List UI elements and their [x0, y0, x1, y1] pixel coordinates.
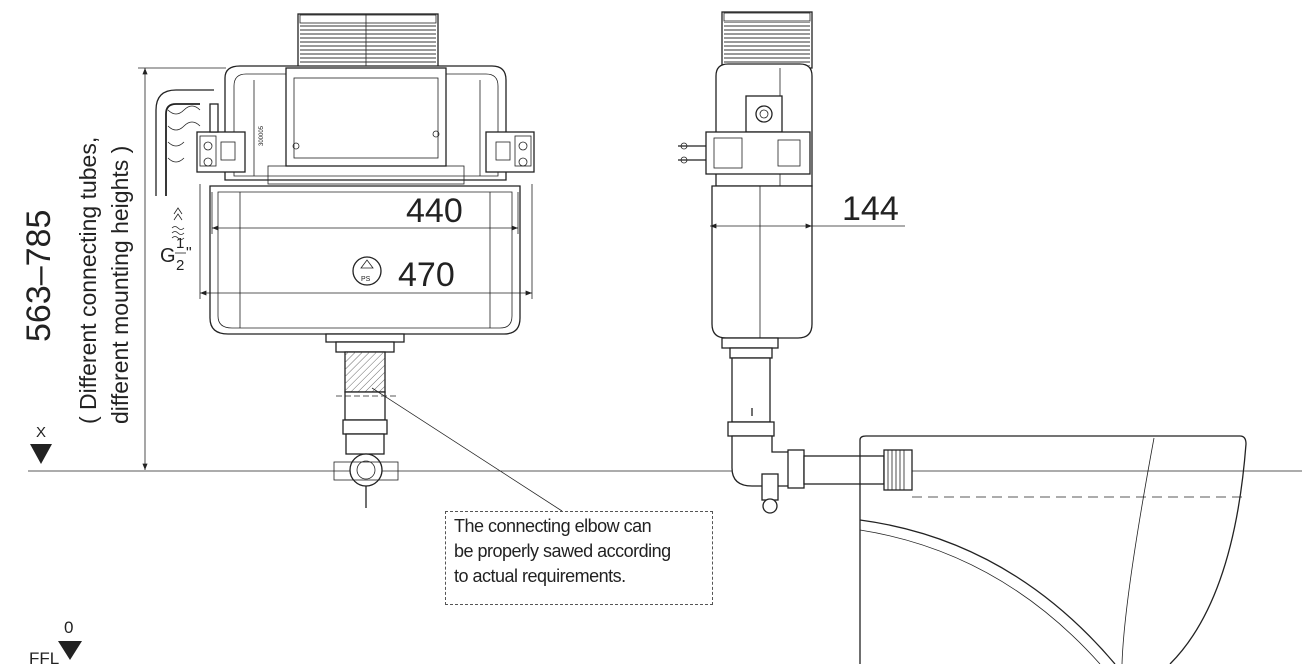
x-level-marker: X	[30, 424, 52, 464]
toilet-pan	[859, 435, 1247, 664]
cistern-front-view: 300005 PS	[155, 13, 535, 508]
ffl-marker: FFL 0	[29, 618, 82, 664]
note-leader-line	[371, 387, 563, 512]
dimension-440: 440	[406, 192, 463, 230]
svg-text:1: 1	[176, 235, 184, 252]
cistern-side-view	[678, 11, 913, 514]
dimension-144: 144	[842, 190, 899, 228]
note-line-2: be properly sawed according	[454, 541, 671, 561]
recycle-symbol: PS	[352, 256, 382, 286]
svg-text:X: X	[36, 424, 46, 441]
inlet-thread-label: G 1 2 "	[160, 207, 192, 274]
svg-text:0: 0	[64, 618, 73, 637]
height-note-line1: ( Different connecting tubes,	[75, 137, 101, 424]
dimension-470: 470	[398, 256, 455, 294]
svg-text:2: 2	[176, 257, 184, 274]
dimension-height-range: 563–785	[20, 210, 58, 342]
svg-text:PS: PS	[361, 276, 371, 283]
svg-text:": "	[186, 245, 192, 262]
note-line-3: to actual requirements.	[454, 566, 626, 586]
svg-text:FFL: FFL	[29, 649, 59, 664]
note-line-1: The connecting elbow can	[454, 516, 652, 536]
svg-text:G: G	[160, 245, 176, 267]
sawing-note: The connecting elbow can be properly saw…	[445, 511, 713, 605]
part-code: 300005	[259, 125, 265, 146]
height-note-line2: different mounting heights )	[107, 146, 133, 424]
